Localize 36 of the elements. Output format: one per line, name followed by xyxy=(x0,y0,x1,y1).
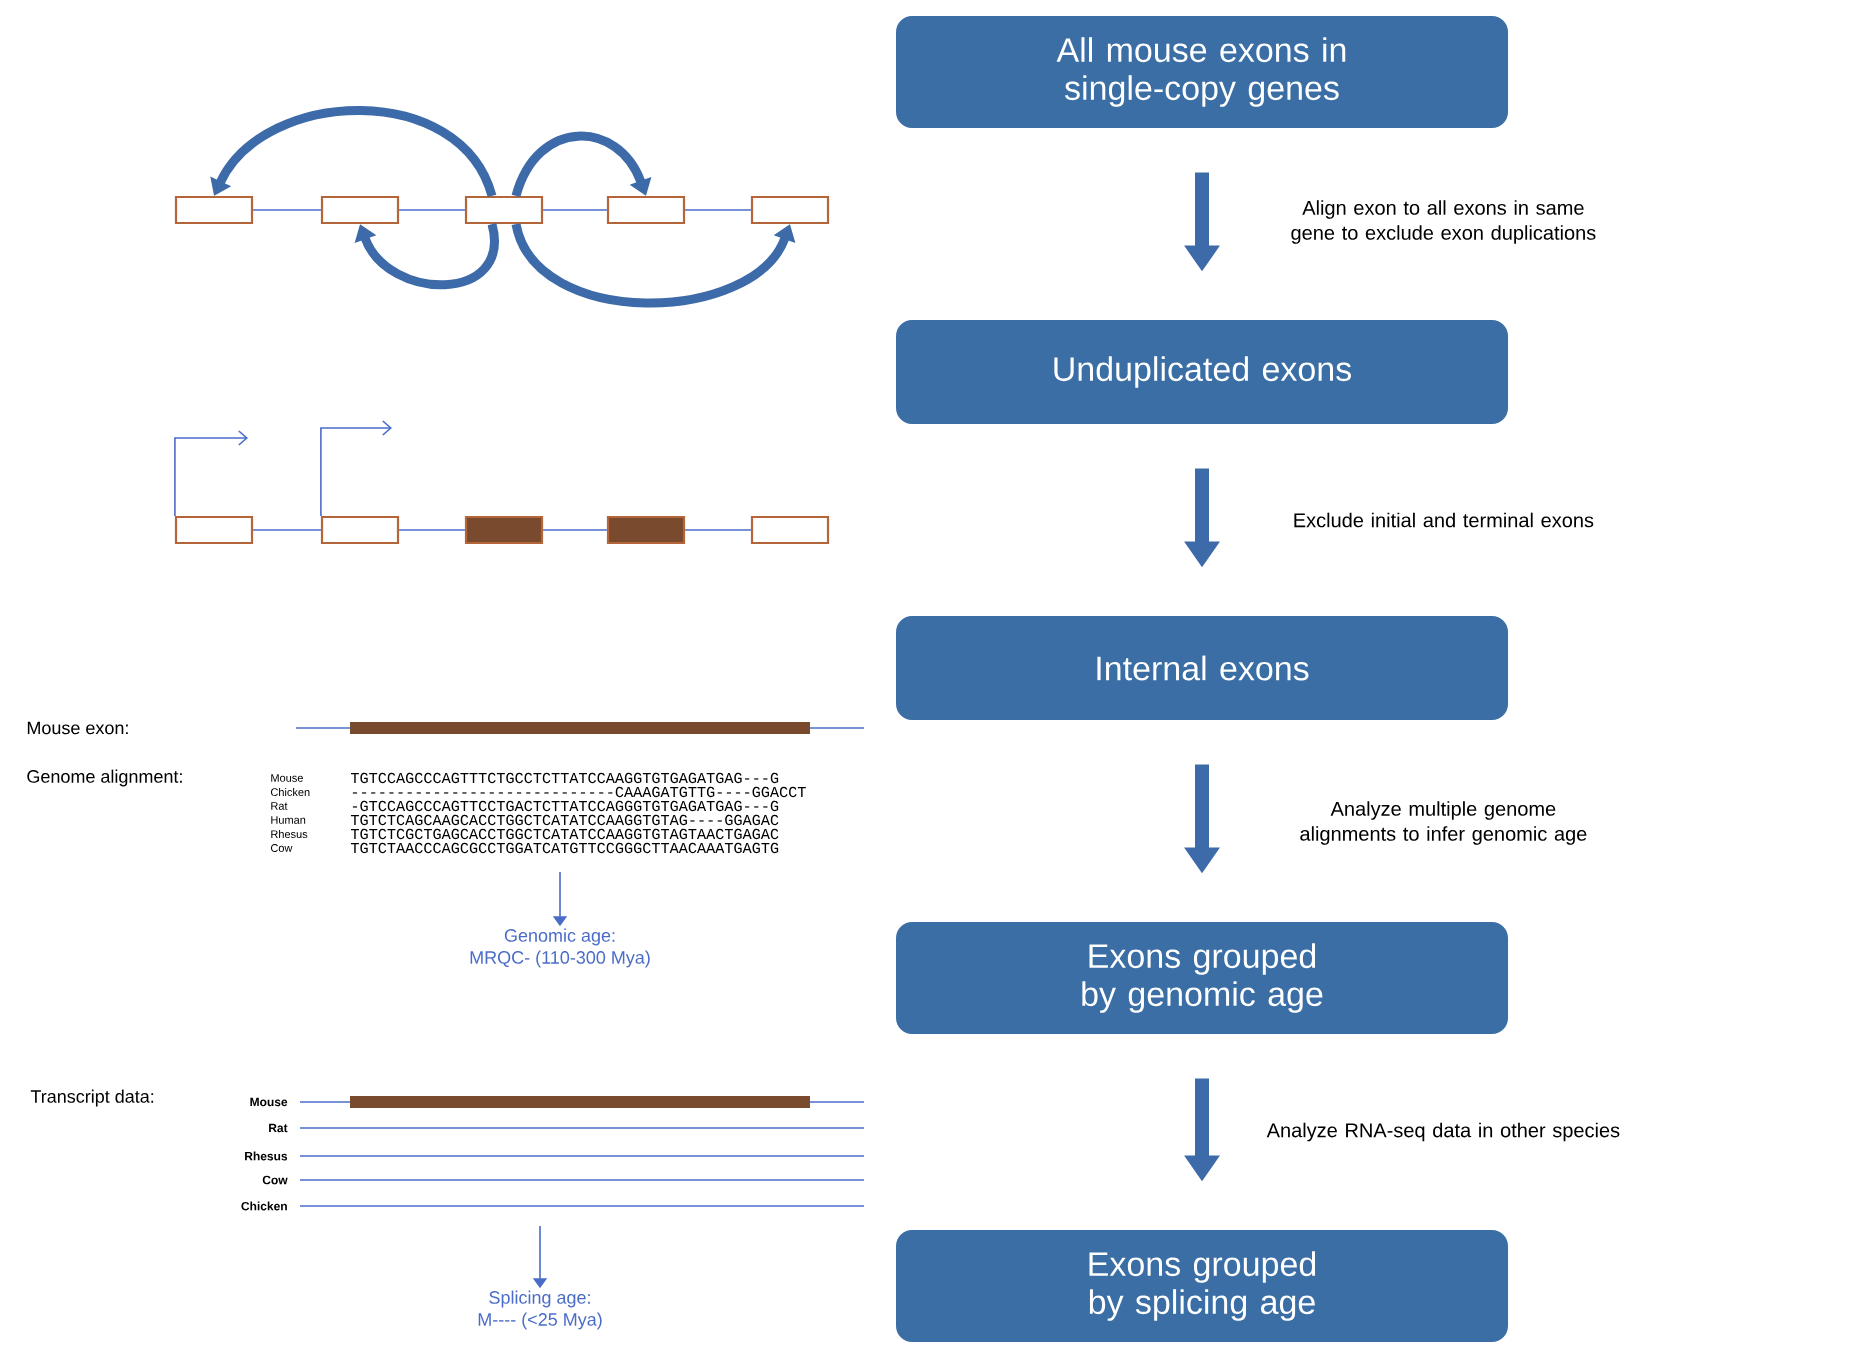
text-label: Transcript data: xyxy=(30,1089,154,1107)
exon-box xyxy=(464,515,544,545)
exon-box xyxy=(174,515,254,545)
exon-box xyxy=(174,195,254,225)
exon-box xyxy=(464,195,544,225)
exon-box xyxy=(750,195,830,225)
connector-line xyxy=(398,209,466,211)
process-box: All mouse exons in single-copy genes xyxy=(896,16,1508,128)
exon-box xyxy=(320,195,400,225)
exon-box xyxy=(606,515,686,545)
process-box: Exons grouped by splicing age xyxy=(896,1230,1508,1342)
process-box: Unduplicated exons xyxy=(896,320,1508,424)
text-label: Genome alignment: xyxy=(27,769,182,787)
edge-label: Align exon to all exons in same gene to exclude exon duplications xyxy=(1291,200,1596,244)
exon-box xyxy=(750,515,830,545)
process-box: Internal exons xyxy=(896,616,1508,720)
exon-box xyxy=(606,195,686,225)
edge-label: Exclude initial and terminal exons xyxy=(1294,512,1594,528)
bent-arrow xyxy=(320,420,392,517)
connector-line xyxy=(684,529,752,531)
connector-line xyxy=(684,209,752,211)
age-label: Genomic age: MRQC- (110-300 Mya) xyxy=(470,928,650,968)
bent-arrow xyxy=(174,430,248,517)
edge-label: Analyze RNA-seq data in other species xyxy=(1266,1122,1620,1142)
process-box: Exons grouped by genomic age xyxy=(896,922,1508,1034)
curved-arrow xyxy=(354,223,499,290)
curved-arrow xyxy=(511,131,652,198)
age-label: Splicing age: M---- (<25 Mya) xyxy=(478,1290,602,1330)
exon-box xyxy=(320,515,400,545)
connector-line xyxy=(398,529,466,531)
text-label: Mouse exon: xyxy=(27,721,128,735)
edge-label: Analyze multiple genome alignments to infer genomic age xyxy=(1300,801,1587,845)
connector-line xyxy=(542,529,608,531)
connector-line xyxy=(252,209,322,211)
connector-line xyxy=(252,529,322,531)
connector-line xyxy=(542,209,608,211)
